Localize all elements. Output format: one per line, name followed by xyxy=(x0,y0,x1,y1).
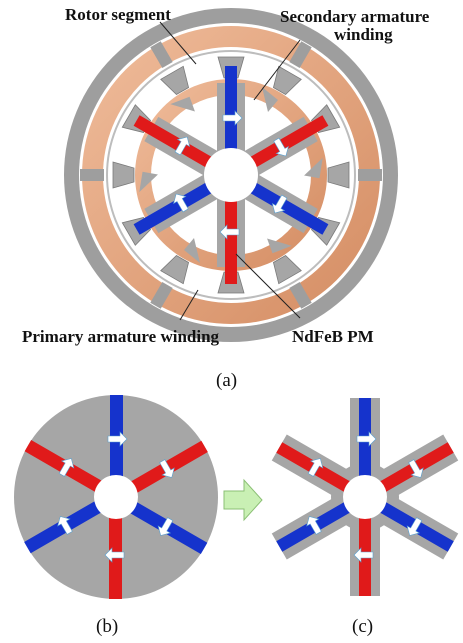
pm-bar xyxy=(110,395,123,497)
disc-pm-configuration xyxy=(14,395,218,599)
pm-bar xyxy=(276,491,368,552)
pm-bar xyxy=(246,180,329,235)
pm-bar xyxy=(113,440,208,504)
pm-bar xyxy=(362,442,454,503)
leader-lines xyxy=(159,21,301,321)
transition-arrow-icon xyxy=(223,478,263,522)
machine-cross-section xyxy=(64,8,398,342)
rotor-ring xyxy=(106,50,356,300)
pm-bar xyxy=(225,66,237,154)
disc-arrows xyxy=(57,431,175,563)
pm-bar xyxy=(112,491,208,555)
disc-magnets xyxy=(24,395,208,599)
spoke-pm-configuration xyxy=(271,398,459,596)
ndfeb-magnets xyxy=(133,66,329,284)
label-pm: NdFeB PM xyxy=(292,327,374,346)
pm-bar xyxy=(246,115,329,170)
disc-bore xyxy=(94,475,138,519)
caption-b: (b) xyxy=(96,616,118,637)
pm-bar xyxy=(133,115,216,170)
label-secondary-winding-1: Secondary armature xyxy=(280,7,430,26)
pm-bar xyxy=(109,497,122,599)
spoke-bore xyxy=(343,475,387,519)
pm-bar xyxy=(359,398,371,497)
spoke-arrows xyxy=(306,431,424,563)
spoke-magnets xyxy=(276,398,454,596)
label-primary-winding: Primary armature winding xyxy=(22,327,220,346)
outer-stator-teeth xyxy=(80,41,382,309)
pm-bar xyxy=(24,490,119,554)
pm-bar xyxy=(225,196,237,284)
label-secondary-winding-2: winding xyxy=(334,25,393,44)
pm-bar xyxy=(133,180,216,235)
label-rotor-segment: Rotor segment xyxy=(65,5,171,24)
pm-bar xyxy=(276,442,368,503)
magnetization-arrows xyxy=(173,110,289,240)
inner-stator-teeth xyxy=(139,87,323,263)
pm-bar xyxy=(24,439,120,503)
pm-bar xyxy=(359,497,371,596)
shaft-bore xyxy=(204,148,258,202)
caption-a: (a) xyxy=(216,370,237,391)
caption-c: (c) xyxy=(352,616,373,637)
pm-bar xyxy=(362,491,454,552)
